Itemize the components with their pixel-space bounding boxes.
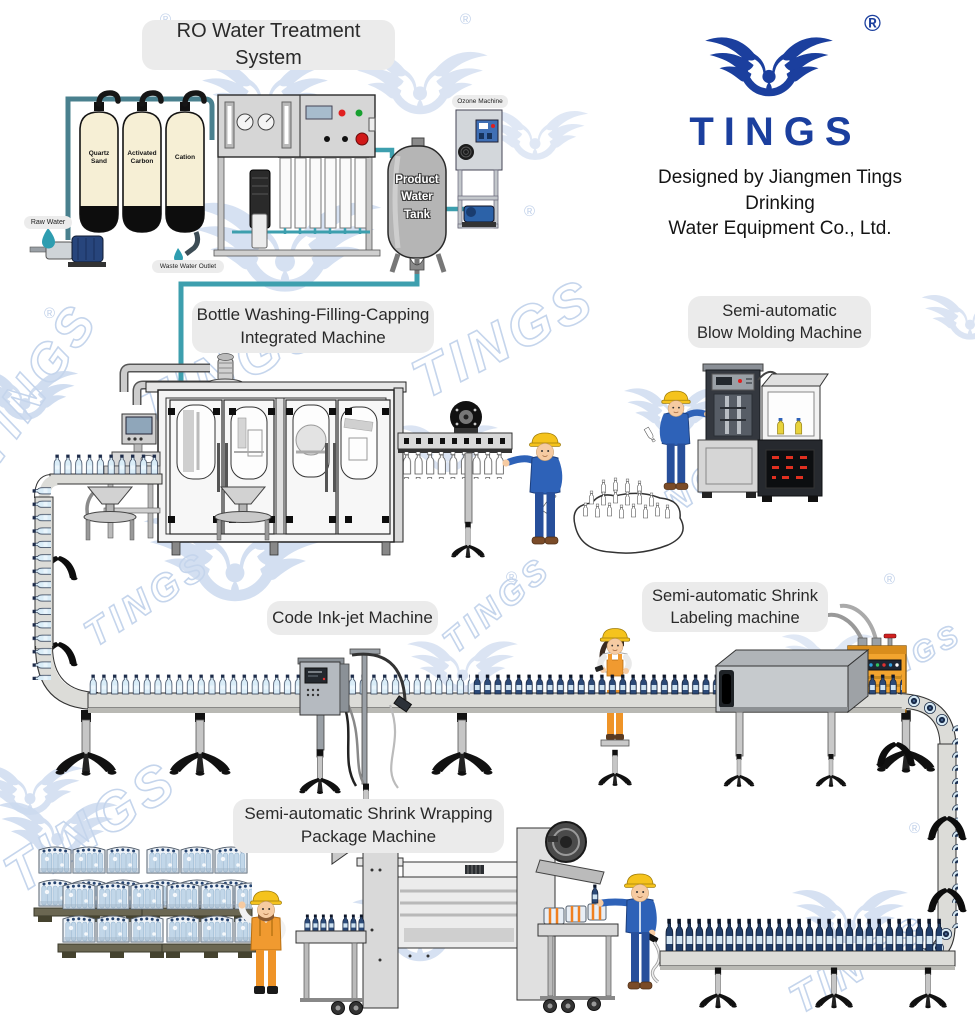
registered-mark: ® <box>506 569 517 586</box>
watermark-text: TINGS <box>77 543 218 655</box>
registered-mark: ® <box>909 820 920 837</box>
blow-molding-machine <box>697 363 829 502</box>
product-water-tank-label: Product Water Tank <box>395 174 439 221</box>
ro-water-treatment-system <box>29 90 503 384</box>
wrapping-station-label: Semi-automatic Shrink Wrapping Package M… <box>233 799 504 853</box>
caster-wheels <box>331 997 601 1015</box>
bottle-pile <box>573 477 684 554</box>
worker-at-pallets <box>238 890 286 994</box>
rinse-funnel <box>214 486 272 541</box>
worker-at-blow-molder <box>643 390 718 490</box>
door-windows <box>176 404 378 480</box>
inkjet-coder <box>297 648 413 824</box>
ozone-machine <box>455 109 503 229</box>
brand-tagline: Designed by Jiangmen Tings Drinking Wate… <box>658 167 902 240</box>
ozone-machine-label: Ozone Machine <box>452 95 508 108</box>
ro-membrane-unit <box>213 94 381 257</box>
filter-tanks <box>79 90 207 233</box>
inkjet-station-label: Code Ink-jet Machine <box>267 601 438 635</box>
bottom-conveyor <box>659 918 956 1009</box>
registered-mark: ® <box>884 571 895 588</box>
registered-mark: ® <box>160 11 171 28</box>
conveyor-system <box>31 454 967 967</box>
worker-feeding-bottles <box>502 432 563 545</box>
activated-carbon-tank-label: Activated Carbon <box>127 150 157 166</box>
product-water-tank <box>387 137 447 274</box>
tings-emblem-icon <box>705 37 833 92</box>
air-conveyor <box>397 401 513 559</box>
ro-control-cabinet <box>217 94 376 158</box>
filling-machine <box>83 353 407 556</box>
ro-station-label: RO Water Treatment System <box>142 20 395 70</box>
raw-water-label: Raw Water <box>24 216 72 229</box>
cation-tank-label: Cation <box>174 154 196 161</box>
watermark-text: TINGS <box>0 293 110 477</box>
waste-water-label: Waste Water Outlet <box>152 260 224 273</box>
pallet-stacks <box>33 842 257 958</box>
registered-mark: ® <box>44 305 55 322</box>
labeling-station-label: Semi-automatic Shrink Labeling machine <box>642 582 828 632</box>
filling-station-label: Bottle Washing-Filling-Capping Integrate… <box>192 301 434 353</box>
shrink-label-tunnel <box>714 648 870 788</box>
registered-mark: ® <box>460 11 471 28</box>
blow-molding-station-label: Semi-automatic Blow Molding Machine <box>688 296 871 348</box>
worker-at-wrapper <box>591 873 662 990</box>
brand-wordmark: TINGS <box>689 110 862 154</box>
registered-mark: ® <box>524 203 535 220</box>
quartz-sand-tank-label: Quartz Sand <box>88 150 110 166</box>
rinse-funnel <box>83 486 137 541</box>
tings-logo <box>705 37 833 92</box>
raw-water-pump <box>29 228 106 267</box>
brand-registered-mark: ® <box>864 10 881 36</box>
